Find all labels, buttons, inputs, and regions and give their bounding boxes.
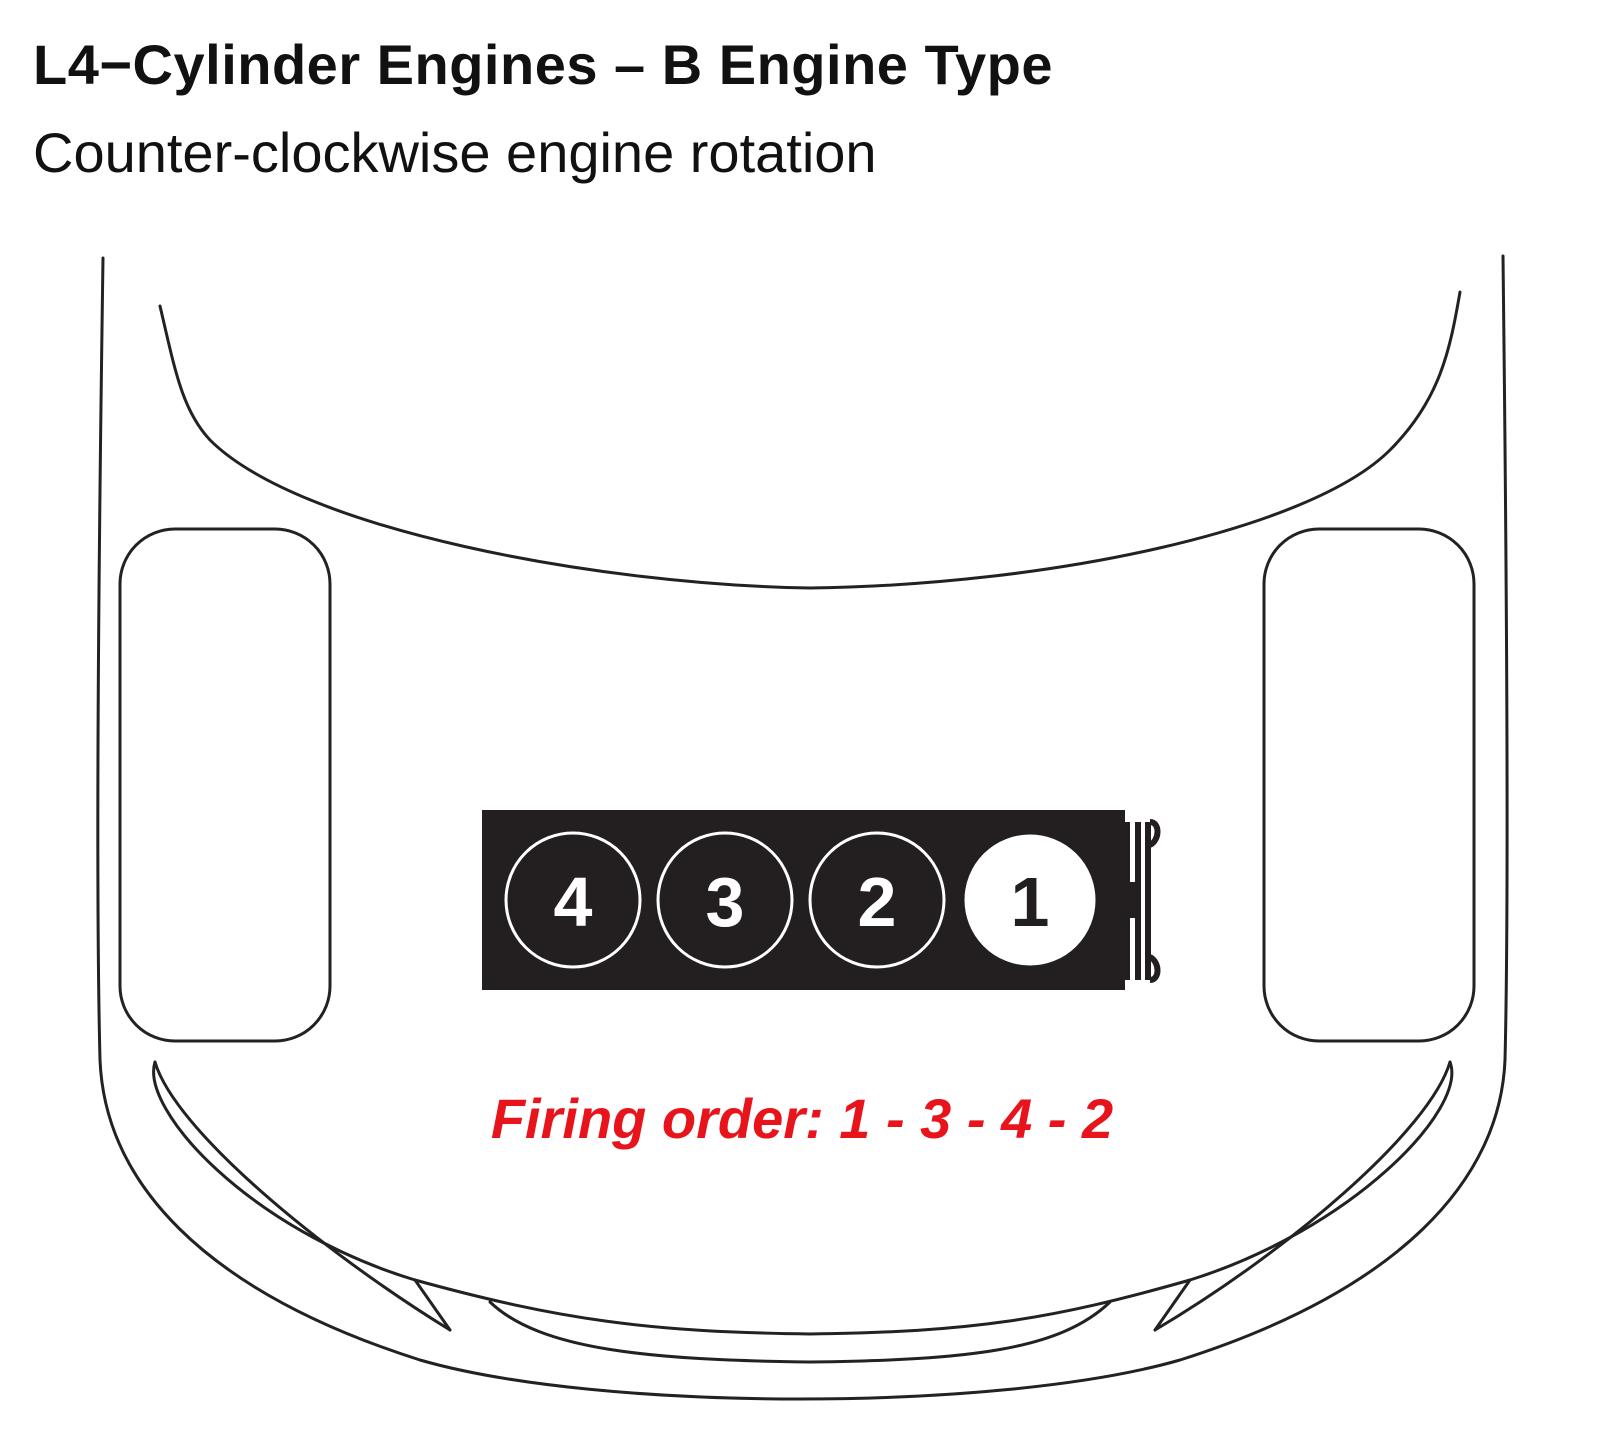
cylinder-3: 3 <box>656 831 794 969</box>
cylinder-label: 1 <box>1011 863 1050 941</box>
car-body-outline <box>96 254 1509 1401</box>
lower-grille <box>413 1278 1192 1364</box>
cylinder-label: 4 <box>554 863 593 941</box>
cylinder-circle <box>504 831 642 969</box>
bumper-inner-line <box>153 1060 1452 1332</box>
crank-nose <box>1125 882 1138 918</box>
cylinder-label: 2 <box>858 863 897 941</box>
right-wheel-well <box>1262 527 1476 1043</box>
page-title: L4−Cylinder Engines – B Engine Type <box>33 33 1054 96</box>
page-subtitle: Counter-clockwise engine rotation <box>33 121 877 184</box>
cylinder-circle-highlighted <box>961 831 1099 969</box>
cylinder-4: 4 <box>504 831 642 969</box>
cylinder-label: 3 <box>706 863 745 941</box>
left-wheel-well <box>118 527 332 1043</box>
cylinder-circle <box>656 831 794 969</box>
cylinder-circle <box>808 831 946 969</box>
windshield-line <box>158 290 1462 590</box>
firing-order-label: Firing order: 1 - 3 - 4 - 2 <box>491 1087 1113 1150</box>
cylinder-1: 1 <box>961 831 1099 969</box>
front-bumper <box>152 1060 1454 1336</box>
cylinder-2: 2 <box>808 831 946 969</box>
